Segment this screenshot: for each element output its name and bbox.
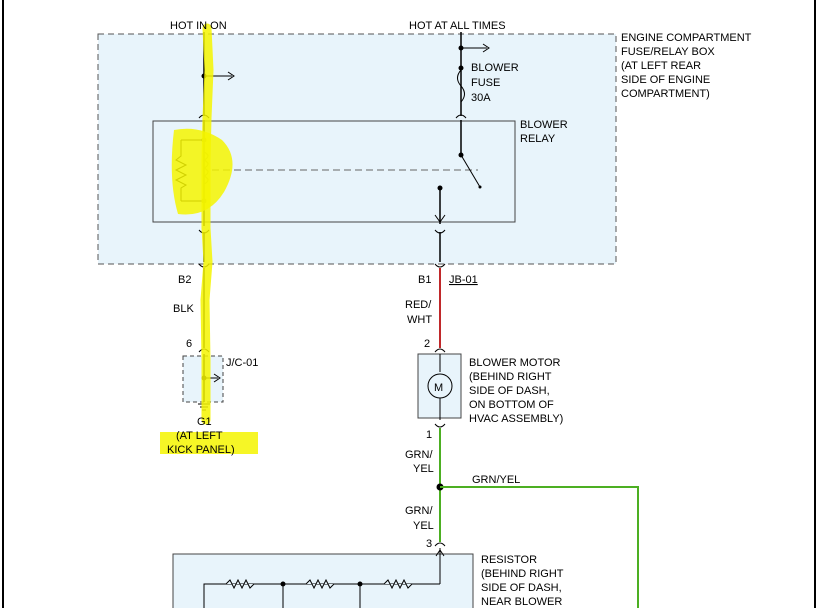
label-pin-b1: B1 [418,274,431,286]
highlight-mark [171,128,233,215]
label-pin-b2: B2 [178,274,191,286]
label-fuse-box-line: SIDE OF ENGINE [621,74,710,86]
label-fuse-box-line: ENGINE COMPARTMENT [621,32,752,44]
label-fuse-box-line: (AT LEFT REAR [621,60,701,72]
label-ground-location: (AT LEFT [176,430,223,442]
label-resistor: (BEHIND RIGHT [481,568,564,580]
label-wire-grn-yel: YEL [413,463,434,475]
arrow-right-icon [213,373,221,383]
label-hot-in-on: HOT IN ON [170,20,227,32]
arrow-up-icon [435,549,445,557]
arrow-right-icon [482,43,490,53]
label-wire-grn-yel: GRN/ [405,449,433,461]
connector-icon [434,423,446,428]
fuse-icon [457,69,465,103]
label-blower-motor: SIDE OF DASH, [469,385,550,397]
label-ground-location: KICK PANEL) [167,444,235,456]
label-blower-fuse: BLOWER [471,62,519,74]
resistor-element-icon [225,578,255,590]
label-blower-motor: HVAC ASSEMBLY) [469,413,563,425]
wire-grn-yel-branch [440,486,639,608]
label-wire-red-wht: WHT [407,314,432,326]
arrow-down-icon [434,214,446,223]
label-wire-grn-yel-branch: GRN/YEL [472,474,520,486]
label-hot-at-all-times: HOT AT ALL TIMES [409,20,506,32]
label-fuse-box-line: COMPARTMENT) [621,88,710,100]
label-pin-3: 3 [426,538,432,550]
connector-icon [434,542,446,547]
relay-switch-icon [460,154,481,188]
label-pin-1: 1 [426,429,432,441]
label-blower-motor: (BEHIND RIGHT [469,371,552,383]
connector-icon [434,263,446,268]
label-fuse-box-line: FUSE/RELAY BOX [621,46,715,58]
arrow-right-icon [227,71,235,81]
label-ground-g1: G1 [197,416,212,428]
highlight-mark [160,432,258,454]
label-resistor: RESISTOR [481,554,537,566]
label-jc-connector: J/C-01 [226,357,258,369]
label-blower-motor: ON BOTTOM OF [469,399,554,411]
resistor-element-icon [305,578,335,590]
label-pin-2: 2 [424,338,430,350]
label-blower-relay: RELAY [520,133,556,145]
label-wire-grn-yel: GRN/ [405,505,433,517]
label-blower-fuse-rating: 30A [471,92,491,104]
label-jb-connector: JB-01 [449,274,478,286]
highlight-mark [200,23,214,425]
label-wire-red-wht: RED/ [405,299,432,311]
resistor-box [172,553,474,608]
connector-icon [434,348,446,353]
connector-icon [455,114,467,119]
label-resistor: SIDE OF DASH, [481,582,562,594]
label-wire-grn-yel: YEL [413,520,434,532]
resistor-element-icon [383,578,413,590]
fuse-terminal [458,65,464,71]
label-pin-6: 6 [186,338,192,350]
label-wire-blk: BLK [173,303,194,315]
label-motor-symbol: M [434,382,443,394]
label-resistor: NEAR BLOWER [481,596,562,608]
label-blower-motor: BLOWER MOTOR [469,357,561,369]
label-blower-relay: BLOWER [520,119,568,131]
label-blower-fuse: FUSE [471,77,500,89]
